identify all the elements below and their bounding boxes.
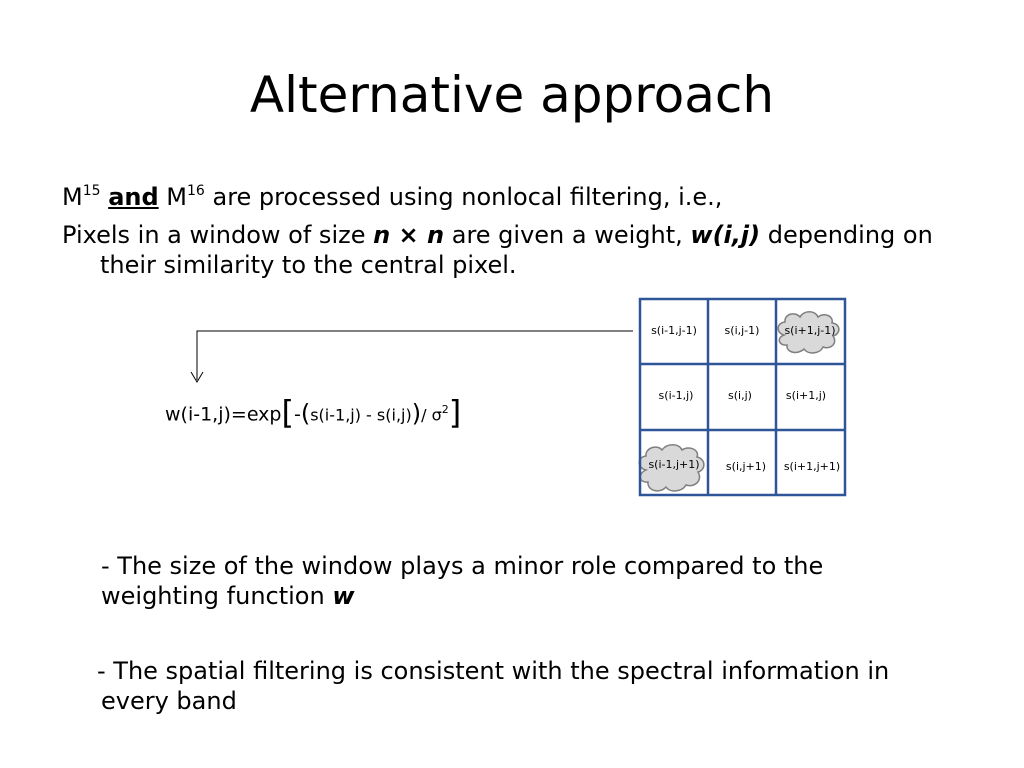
window-text-4: their similarity to the central pixel. [100,251,517,279]
cloud-icon-bottom-left [638,444,705,492]
weight-formula: w(i-1,j)=exp[-(s(i-1,j) - s(i,j))/ σ2] [165,390,461,435]
weight-term: w(i,j) [690,221,761,249]
arrow-head-icon [190,371,204,383]
formula-left-bracket: [ [281,393,294,432]
cell-label: s(i,j+1) [726,460,766,473]
m16-symbol: M [166,183,188,211]
m15-superscript: 15 [82,183,101,199]
formula-right-bracket: ] [448,393,462,432]
formula-lhs: w(i-1,j)=exp [165,403,282,426]
note2-line1: - The spatial filtering is consistent wi… [97,657,890,685]
formula-divisor: / σ [421,405,442,425]
window-size-term: n × n [373,221,445,249]
slide-title: Alternative approach [249,66,775,124]
grid-labels: s(i-1,j-1) s(i,j-1) s(i+1,j-1) s(i-1,j) … [648,324,840,473]
note2-line2: every band [101,687,237,715]
m16-superscript: 16 [187,183,205,199]
note-spatial-filtering: - The spatial filtering is consistent wi… [97,656,957,716]
cell-label: s(i,j) [728,389,752,402]
cell-label: s(i+1,j-1) [784,324,835,337]
grid-borders [638,297,847,497]
cell-label: s(i-1,j+1) [648,458,699,471]
formula-left-paren: ( [300,399,311,428]
window-text-1: Pixels in a window of size [62,221,374,249]
formula-sigma-exponent: 2 [441,403,449,416]
processing-text: are processed using nonlocal filtering, … [212,183,723,211]
formula-difference: s(i-1,j) - s(i,j) [310,405,412,425]
paragraph-window-weight: Pixels in a window of size n × n are giv… [62,220,972,280]
connector-arrow-line [196,330,633,380]
cell-label: s(i,j-1) [725,324,760,337]
window-text-2: are given a weight, [444,221,691,249]
window-text-3: depending on [760,221,933,249]
paragraph-processing: M15 and M16 are processed using nonlocal… [62,182,962,212]
and-emphasis: and [108,183,159,211]
cell-label: s(i-1,j-1) [651,324,697,337]
cell-label: s(i+1,j) [786,389,826,402]
cloud-icon-top-right [777,311,840,354]
m15-symbol: M [62,183,83,211]
formula-right-paren: ) [411,399,422,428]
note1-line1: - The size of the window plays a minor r… [101,552,824,580]
note1-weight-symbol: w [332,582,355,610]
cell-label: s(i-1,j) [659,389,694,402]
formula-minus: - [293,403,301,426]
note1-line2: weighting function [101,582,333,610]
note-window-size: - The size of the window plays a minor r… [101,551,941,611]
cell-label: s(i+1,j+1) [784,460,840,473]
